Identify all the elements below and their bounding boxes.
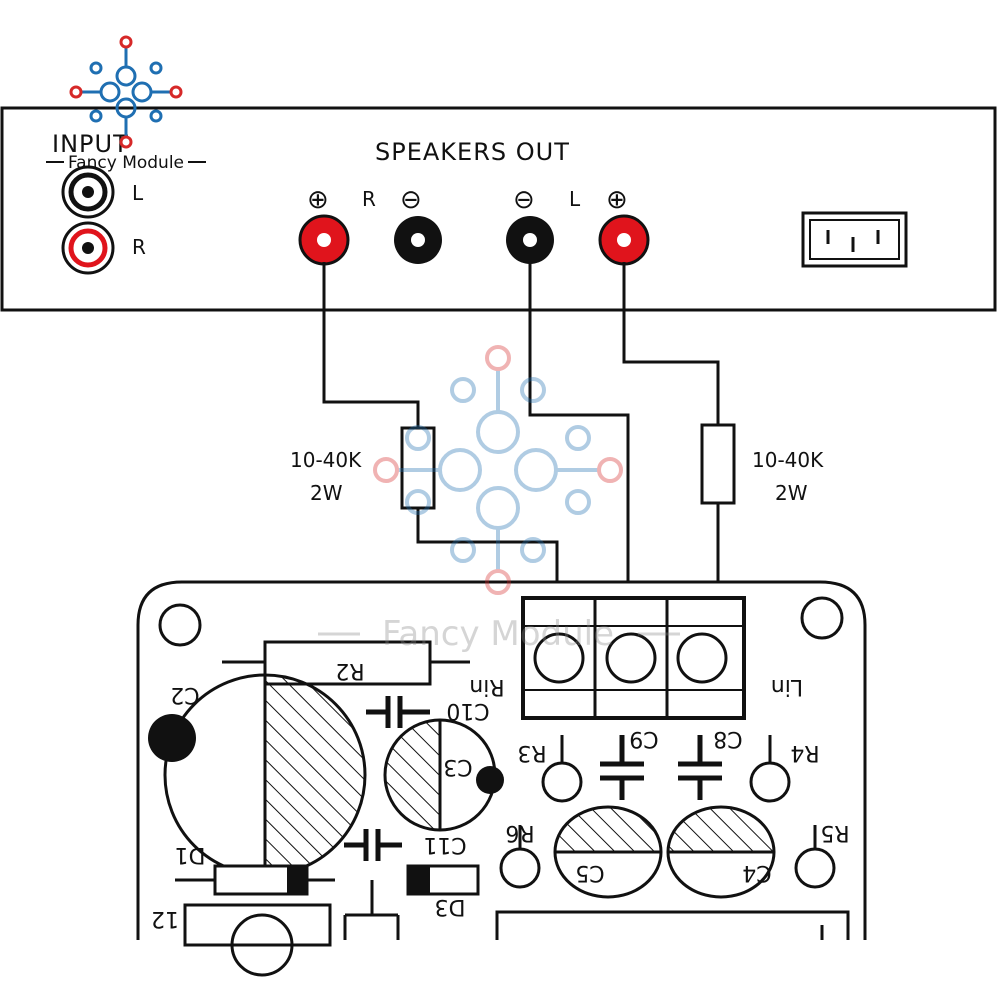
label-r2: R2 xyxy=(335,658,364,683)
board-bottom-parts xyxy=(183,880,850,977)
board-pad-r6 xyxy=(499,825,541,889)
input-jack-right xyxy=(61,221,115,275)
left-plus-terminal xyxy=(598,214,650,266)
board-capacitor-c2 xyxy=(148,673,367,877)
label-d3: D3 xyxy=(435,894,466,919)
resistor-left-channel xyxy=(700,423,736,505)
fancy-module-logo: Fancy Module xyxy=(46,35,206,173)
label-lin: Lin xyxy=(771,674,803,699)
label-d1: D1 xyxy=(175,842,206,867)
label-rin: Rin xyxy=(469,674,504,699)
input-left-label: L xyxy=(132,181,144,205)
left-minus-symbol: ⊖ xyxy=(513,185,535,215)
board-capacitor-c11 xyxy=(344,829,402,861)
mounting-hole-right xyxy=(800,596,844,640)
right-minus-symbol: ⊖ xyxy=(400,185,422,215)
board-pad-r4 xyxy=(749,735,791,803)
board-diode-d1 xyxy=(175,864,335,896)
label-edge-digits: 12 xyxy=(151,906,179,931)
input-jack-left xyxy=(61,165,115,219)
input-label: INPUT xyxy=(52,130,129,158)
speakers-out-label: SPEAKERS OUT xyxy=(375,138,570,166)
label-c10: C10 xyxy=(446,698,489,723)
label-c5: C5 xyxy=(575,860,604,885)
label-c8: C8 xyxy=(713,726,742,751)
input-right-label: R xyxy=(132,235,146,259)
board-capacitor-c10 xyxy=(366,696,430,728)
right-plus-terminal xyxy=(298,214,350,266)
left-plus-symbol: ⊕ xyxy=(606,185,628,215)
power-socket xyxy=(801,211,908,268)
left-channel-label: L xyxy=(569,187,581,211)
mounting-hole-left xyxy=(158,603,202,647)
right-channel-label: R xyxy=(362,187,376,211)
watermark-text: Fancy Module xyxy=(382,614,614,654)
resistor-right-value: 10-40K xyxy=(290,448,362,472)
board-pad-r3 xyxy=(541,735,583,803)
right-plus-symbol: ⊕ xyxy=(307,185,329,215)
board-capacitor-c8 xyxy=(678,735,722,800)
resistor-right-power: 2W xyxy=(310,481,343,505)
board-pad-r5 xyxy=(794,825,836,889)
label-c4: C4 xyxy=(742,860,771,885)
resistor-left-value: 10-40K xyxy=(752,448,824,472)
wires xyxy=(322,262,720,598)
label-c9: C9 xyxy=(629,726,658,751)
label-c11: C11 xyxy=(423,832,466,857)
board-capacitor-c9 xyxy=(600,735,644,800)
left-minus-terminal xyxy=(506,216,554,264)
label-c2: C2 xyxy=(170,682,199,707)
amplifier-panel xyxy=(0,106,997,312)
board-resistor-r2 xyxy=(222,640,470,686)
right-minus-terminal xyxy=(394,216,442,264)
terminal-block xyxy=(521,596,746,720)
label-r6: R6 xyxy=(505,820,534,845)
label-r3: R3 xyxy=(517,740,546,765)
label-r4: R4 xyxy=(790,740,819,765)
watermark: Fancy Module xyxy=(318,345,680,654)
resistor-right-channel xyxy=(400,426,436,510)
label-r5: R5 xyxy=(820,820,849,845)
resistor-left-power: 2W xyxy=(775,481,808,505)
label-c3: C3 xyxy=(443,754,472,779)
board-diode-d3 xyxy=(406,864,480,896)
logo-text: Fancy Module xyxy=(68,153,184,173)
